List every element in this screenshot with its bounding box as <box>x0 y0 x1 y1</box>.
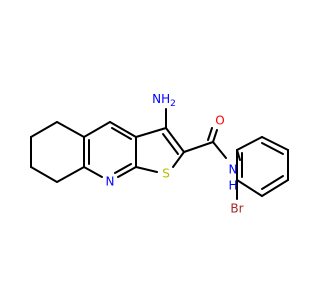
atom-label-amino: NH2 <box>152 92 176 109</box>
bond-c12-n13 <box>117 166 137 178</box>
bond-c22-c23 <box>261 179 289 197</box>
atom-label-sulfur: S <box>162 167 170 181</box>
bond-c17-n <box>212 141 227 159</box>
bond-c10-c11-double <box>111 127 132 140</box>
bond-c15-s16 <box>172 151 185 168</box>
bond-c23-c24 <box>236 179 263 197</box>
atom-labels-group: NH2 O S N N H Br <box>106 92 244 216</box>
atom-label-ring-nitrogen: N <box>106 175 115 189</box>
bond-c15-c17 <box>183 141 214 153</box>
amino-subscript: 2 <box>170 99 176 109</box>
amino-text: NH <box>152 92 170 106</box>
bond-c1-c2 <box>30 121 58 138</box>
bond-c19-c20 <box>236 136 263 151</box>
bond-c6-c5 <box>30 166 58 183</box>
bond-c17-o <box>212 129 218 143</box>
atom-label-oxygen: O <box>215 114 224 128</box>
bond-c11-c14 <box>135 127 167 138</box>
bond-c14-c15 <box>165 127 185 153</box>
bond-c4b-c2 <box>56 121 85 138</box>
bond-c22-c23-double <box>261 175 284 190</box>
bond-n13-c4a <box>83 166 103 178</box>
bond-c14-c15-double <box>162 133 179 155</box>
bond-c10-c11 <box>109 121 137 138</box>
bond-c12-n13-double <box>114 163 132 174</box>
bond-c5-c4a <box>56 166 85 183</box>
bond-c20-c21 <box>261 136 289 151</box>
bond-c17-o-double <box>207 127 213 141</box>
molecule-structure: NH2 O S N N H Br <box>30 92 289 216</box>
bond-c20-c21-double <box>261 142 284 155</box>
bond-c4b-c10 <box>83 121 111 138</box>
atom-label-amide-hydrogen: H <box>228 179 237 193</box>
atom-label-bromine: Br <box>230 202 243 216</box>
bonds-group <box>30 108 289 200</box>
atom-label-amide-nitrogen: N <box>229 163 238 177</box>
bond-s16-c12 <box>135 166 158 173</box>
